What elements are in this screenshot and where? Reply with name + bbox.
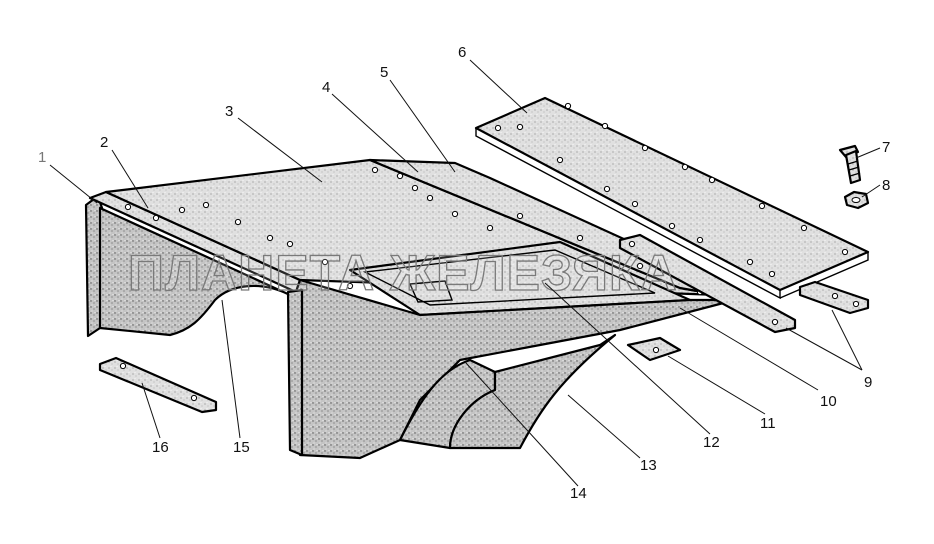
callout-9: 9: [864, 374, 872, 391]
front-face: [294, 278, 737, 460]
callout-3: 3: [225, 103, 233, 120]
nut: [843, 190, 870, 210]
callout-8: 8: [882, 177, 890, 194]
callout-2: 2: [100, 134, 108, 151]
right-side-wall: [286, 288, 304, 457]
hatch-opening: [362, 249, 656, 306]
callout-14: 14: [570, 485, 587, 502]
callout-6: 6: [458, 44, 466, 61]
callout-1: 1: [38, 149, 46, 166]
callout-7: 7: [882, 139, 890, 156]
left-side-panel: [98, 206, 292, 337]
leader-lines: [49, 59, 881, 487]
watermark-text: ПЛАНЕТА ЖЕЛЕЗЯКА: [128, 245, 678, 301]
callouts: 1 2 3 4 5 6 7 8 9 10 11 12 13 14 15 16: [38, 44, 890, 502]
top-plate: [474, 96, 870, 300]
callout-12: 12: [703, 434, 720, 451]
strip-10: [618, 233, 797, 334]
strip-11: [626, 336, 682, 362]
bolt: [838, 144, 862, 185]
callout-5: 5: [380, 64, 388, 81]
callout-13: 13: [640, 457, 657, 474]
callout-15: 15: [233, 439, 250, 456]
callout-4: 4: [322, 79, 330, 96]
arch-lower-panel: [448, 333, 617, 450]
strip-16: [98, 356, 218, 414]
strip-9-upper: [798, 280, 870, 315]
callout-10: 10: [820, 393, 837, 410]
callout-11: 11: [760, 415, 776, 432]
callout-16: 16: [152, 439, 169, 456]
small-slot: [408, 280, 453, 303]
